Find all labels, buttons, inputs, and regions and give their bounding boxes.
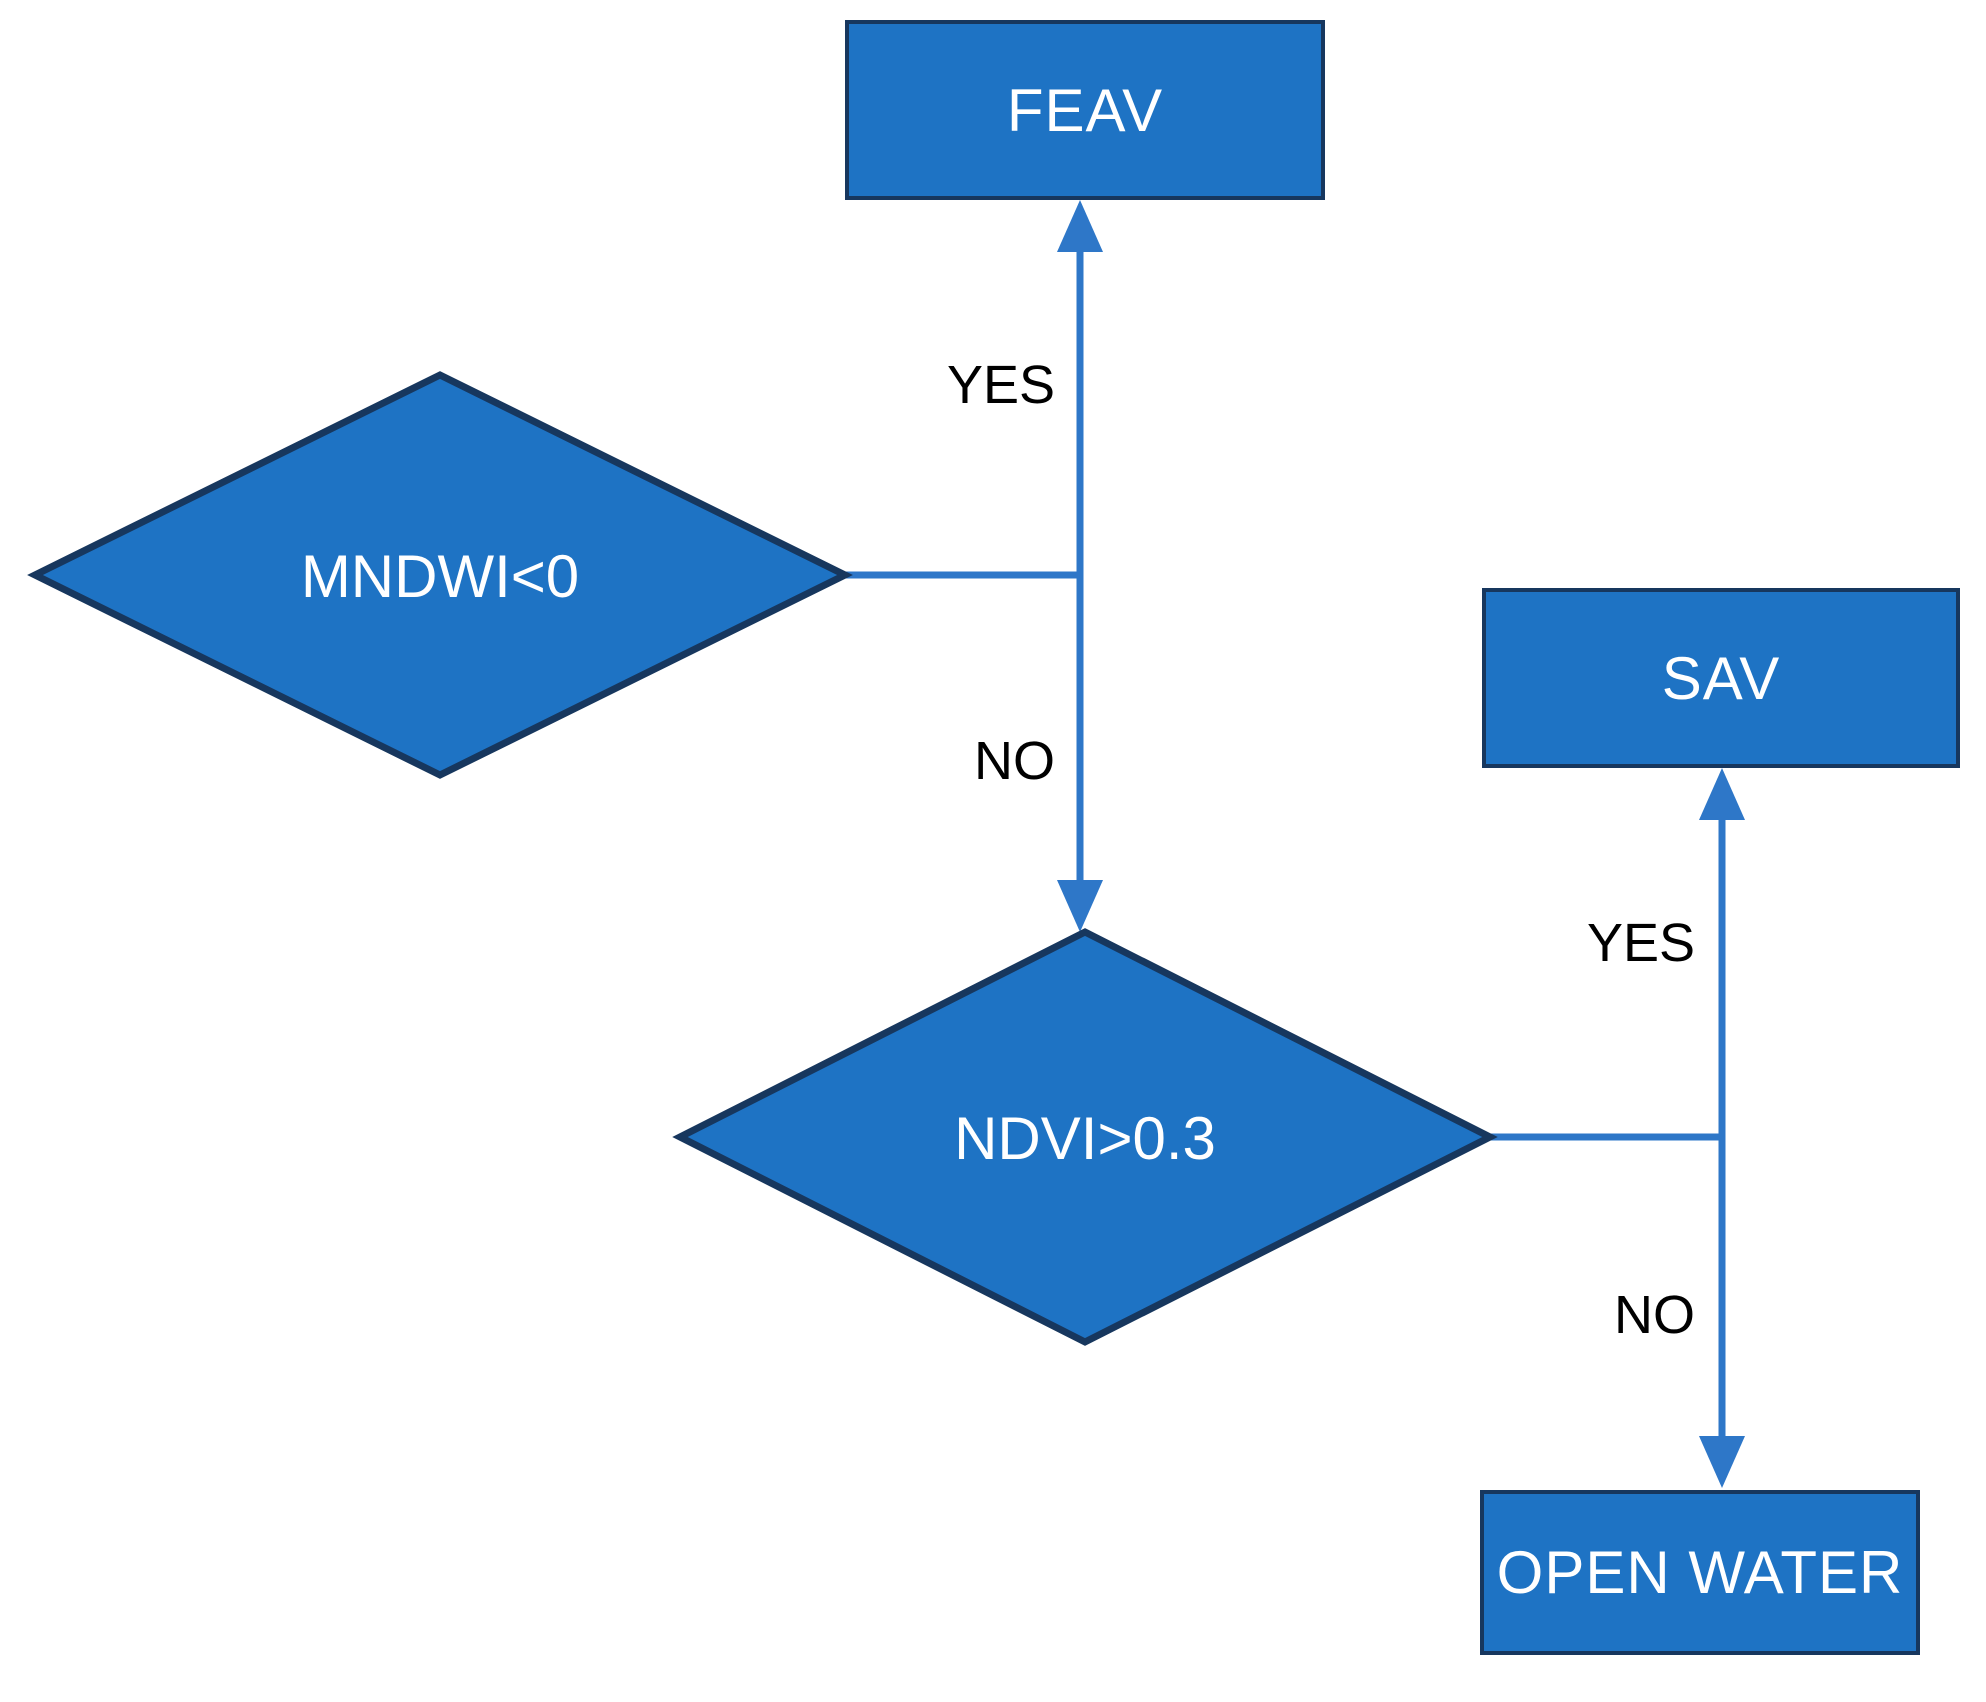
node-sav-label: SAV <box>1661 644 1781 712</box>
arrowhead-up-sav-icon <box>1699 768 1745 820</box>
decision-mndwi-shape <box>27 371 853 779</box>
decision-ndvi-shape <box>672 928 1498 1346</box>
node-ndvi-label: NDVI>0.3 <box>954 1104 1216 1172</box>
arrowhead-down-openwater-icon <box>1699 1436 1745 1488</box>
arrowhead-down-ndvi-icon <box>1057 880 1103 932</box>
node-mndwi-label: MNDWI<0 <box>300 542 580 610</box>
edge-label-ndvi-yes: YES <box>1586 913 1695 973</box>
edge-label-ndvi-no: NO <box>1614 1285 1695 1345</box>
node-feav: FEAV <box>845 20 1325 200</box>
node-sav: SAV <box>1482 588 1960 768</box>
edge-label-mndwi-no: NO <box>974 731 1055 791</box>
node-open-water: OPEN WATER <box>1480 1490 1920 1655</box>
edge-label-mndwi-yes: YES <box>946 355 1055 415</box>
arrowhead-up-feav-icon <box>1057 200 1103 252</box>
node-feav-label: FEAV <box>1006 76 1164 144</box>
node-open-water-label: OPEN WATER <box>1496 1539 1904 1606</box>
